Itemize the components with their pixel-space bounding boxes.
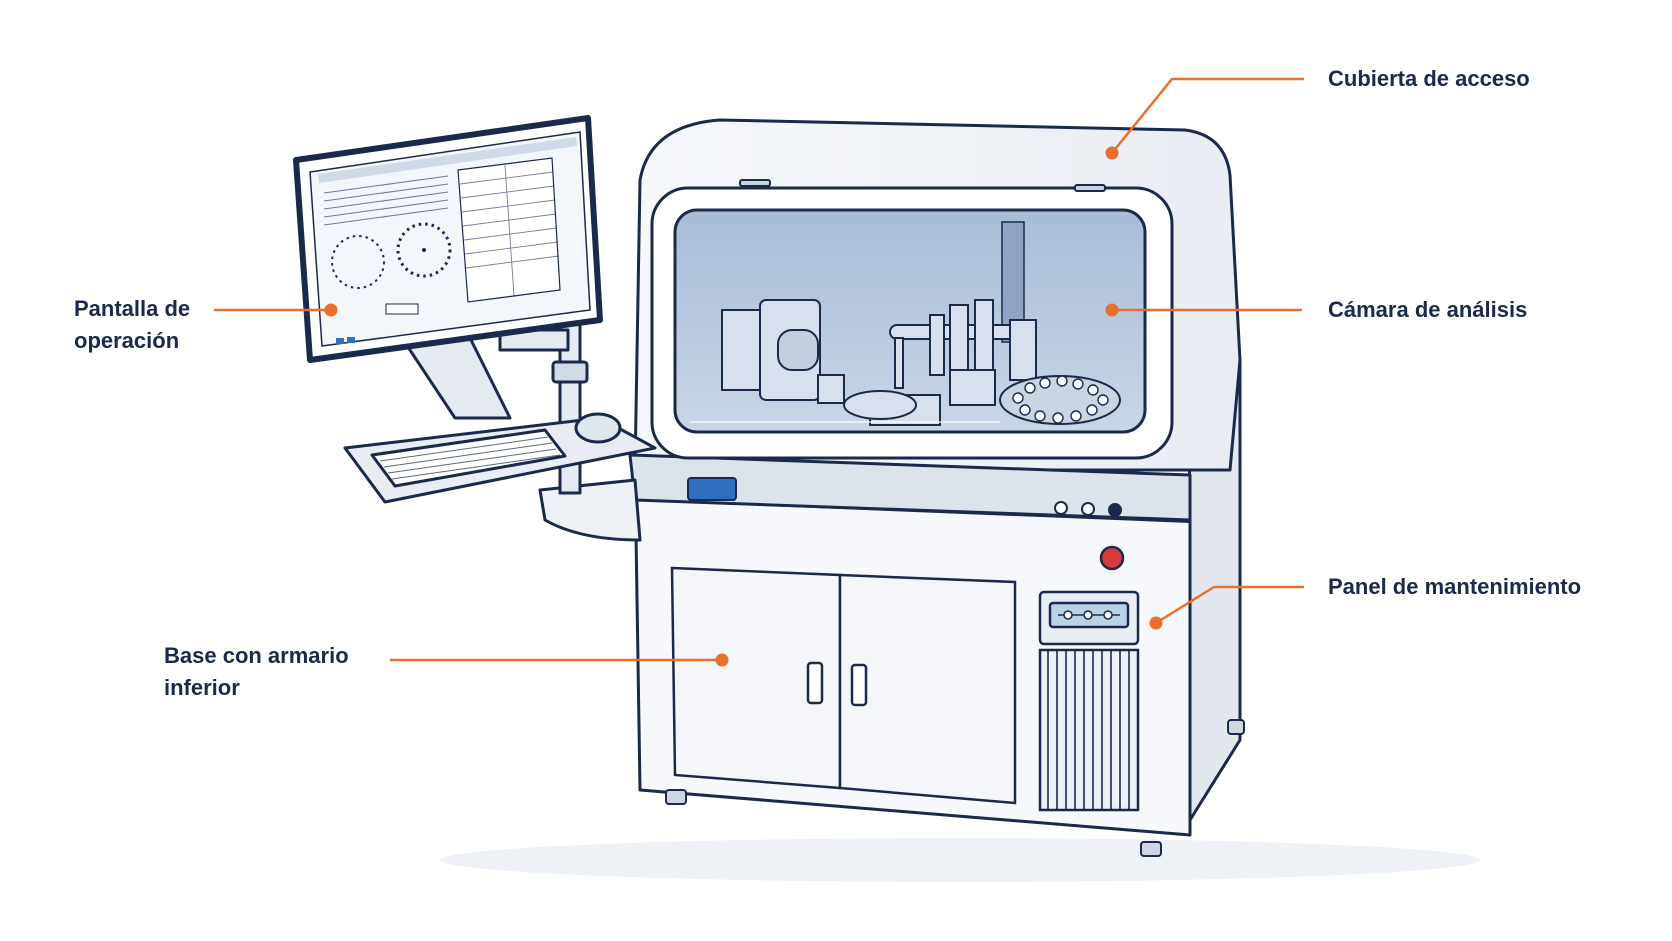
- ventilation-grille: [1038, 648, 1140, 812]
- operation-monitor: [293, 115, 603, 363]
- screen-ring-right: [396, 222, 452, 278]
- reagent-wheel: [843, 390, 917, 420]
- leveling-feet: [665, 719, 1245, 857]
- maintenance-knob-3[interactable]: [1103, 610, 1113, 620]
- workstation: [343, 316, 657, 542]
- maintenance-knob-1[interactable]: [1063, 610, 1073, 620]
- control-button-2[interactable]: [1081, 502, 1095, 516]
- door-handle-left[interactable]: [806, 661, 824, 705]
- door-handle-right[interactable]: [850, 663, 868, 707]
- keyboard-keys: [379, 436, 561, 480]
- callout-dot-maintenance: [1149, 616, 1163, 630]
- status-display: [687, 477, 737, 501]
- screen-menu-button[interactable]: [347, 337, 355, 343]
- callout-dot-base: [715, 653, 729, 667]
- label-maintenance-text: Panel de mantenimiento: [1328, 574, 1582, 599]
- callouts: [214, 77, 1304, 662]
- label-maintenance: Panel de mantenimiento: [1328, 571, 1581, 603]
- screen-button-row[interactable]: [385, 303, 419, 315]
- label-access-cover-text: Cubierta de acceso: [1328, 66, 1530, 91]
- control-button-1[interactable]: [1054, 501, 1068, 515]
- analysis-chamber: [650, 186, 1174, 460]
- cover-latch-right: [1074, 184, 1106, 192]
- callout-dot-screen: [324, 303, 338, 317]
- maintenance-knob-2[interactable]: [1083, 610, 1093, 620]
- screen-ring-left: [331, 235, 385, 289]
- monitor-stand: [400, 336, 512, 420]
- screen-data-rows: [323, 175, 449, 226]
- maintenance-panel: [1038, 590, 1140, 812]
- label-chamber: Cámara de análisis: [1328, 294, 1527, 326]
- chamber-pipettor: [869, 299, 1037, 426]
- callout-line-access-cover: [1111, 77, 1304, 154]
- mouse[interactable]: [574, 412, 622, 444]
- lower-cabinet: [670, 566, 1017, 805]
- label-chamber-text: Cámara de análisis: [1328, 297, 1528, 322]
- callout-dot-access-cover: [1105, 146, 1119, 160]
- callout-dot-chamber: [1105, 303, 1119, 317]
- keyboard[interactable]: [370, 428, 567, 488]
- callout-dots: [324, 146, 1163, 667]
- emergency-stop-button[interactable]: [1099, 545, 1125, 571]
- control-button-3[interactable]: [1108, 503, 1122, 517]
- label-screen: Pantalla de operación: [74, 293, 190, 357]
- cabinet-door-right[interactable]: [838, 573, 1017, 805]
- label-screen-line2: operación: [74, 328, 180, 353]
- label-screen-line1: Pantalla de: [74, 296, 191, 321]
- label-base: Base con armario inferior: [164, 640, 349, 704]
- arm-shelf: [538, 478, 642, 542]
- label-access-cover: Cubierta de acceso: [1328, 63, 1530, 95]
- screen-start-button[interactable]: [336, 338, 344, 344]
- label-base-line2: inferior: [164, 675, 240, 700]
- label-base-line1: Base con armario: [164, 643, 349, 668]
- callout-line-maintenance: [1155, 585, 1304, 625]
- chamber-module-left: [721, 299, 845, 404]
- floor-shadow: [440, 838, 1480, 882]
- cover-latch-left: [739, 179, 771, 187]
- sample-carousel: [999, 375, 1121, 425]
